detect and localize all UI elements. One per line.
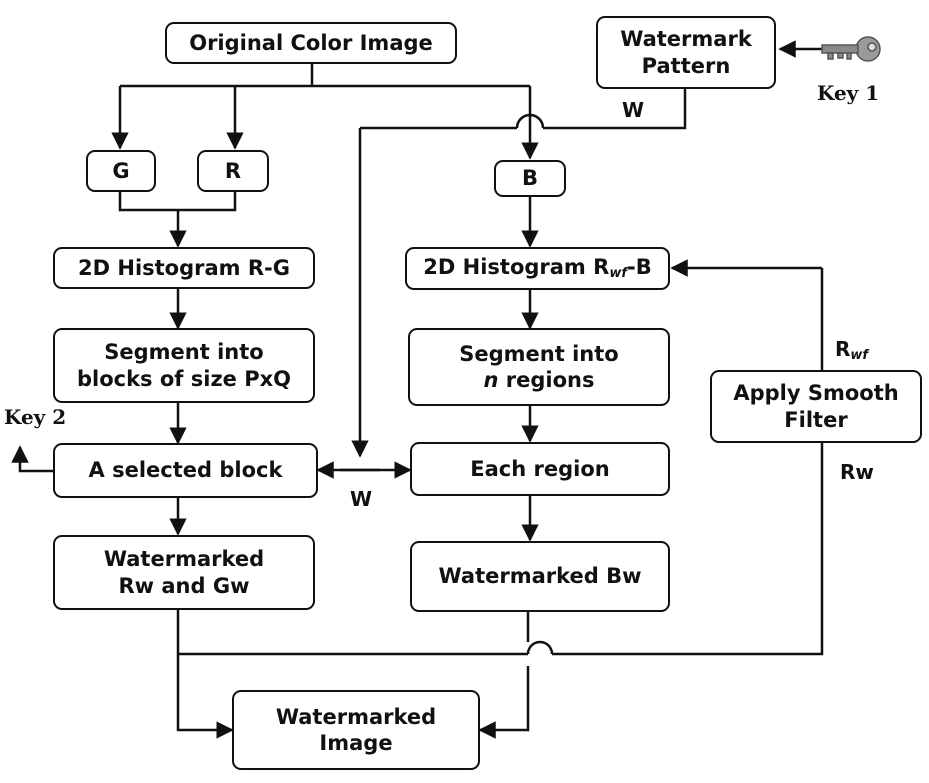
- histogram-rg-box: 2D Histogram R-G: [53, 247, 315, 289]
- original-color-image-label: Original Color Image: [189, 30, 433, 55]
- arrow-rg-to-final: [176, 610, 234, 739]
- histogram-rwf-b-label: 2D Histogram Rwf-B: [423, 255, 652, 282]
- w-mid-label: W: [350, 487, 373, 511]
- line-g-r-merge: [118, 192, 237, 212]
- each-region-label: Each region: [470, 456, 610, 481]
- smooth-filter-box: Apply Smooth Filter: [710, 370, 922, 443]
- rwf-label: Rwf: [835, 337, 869, 363]
- arrow-key2: [11, 445, 53, 473]
- key1-label: Key 1: [817, 81, 880, 105]
- watermarked-rg-box: Watermarked Rw and Gw: [53, 535, 315, 610]
- arrow-b-to-final: [480, 612, 530, 730]
- b-channel-label: B: [521, 166, 538, 191]
- r-channel-label: R: [224, 158, 242, 183]
- watermarked-b-box: Watermarked Bw: [410, 541, 670, 612]
- line-rw-to-right: [552, 443, 824, 656]
- each-region-box: Each region: [410, 442, 670, 496]
- line-rw-hop: [526, 640, 554, 655]
- selected-block-label: A selected block: [88, 458, 283, 483]
- r-channel-box: R: [197, 150, 269, 192]
- smooth-filter-label: Apply Smooth Filter: [733, 381, 899, 432]
- watermarked-image-box: Watermarked Image: [232, 690, 480, 770]
- watermarked-b-label: Watermarked Bw: [438, 564, 642, 589]
- g-channel-box: G: [86, 150, 156, 192]
- histogram-rwf-b-box: 2D Histogram Rwf-B: [405, 247, 670, 290]
- key-icon: [821, 36, 881, 62]
- watermark-pattern-label: Watermark Pattern: [620, 27, 752, 78]
- segment-blocks-label: Segment into blocks of size PxQ: [76, 340, 292, 391]
- line-w-from-pattern: [543, 88, 687, 130]
- rw-label: Rw: [840, 460, 874, 484]
- selected-block-box: A selected block: [53, 443, 318, 498]
- segment-blocks-box: Segment into blocks of size PxQ: [53, 328, 315, 403]
- b-channel-box: B: [494, 160, 566, 197]
- g-channel-label: G: [112, 158, 130, 183]
- watermarked-rg-label: Watermarked Rw and Gw: [103, 547, 265, 598]
- watermark-pattern-box: Watermark Pattern: [596, 16, 776, 89]
- line-w-hop: [515, 113, 545, 129]
- original-color-image-box: Original Color Image: [165, 22, 457, 64]
- watermarked-image-label: Watermarked Image: [275, 704, 437, 755]
- key2-label: Key 2: [4, 405, 67, 429]
- w-top-label: W: [622, 98, 645, 122]
- histogram-rg-label: 2D Histogram R-G: [78, 255, 290, 280]
